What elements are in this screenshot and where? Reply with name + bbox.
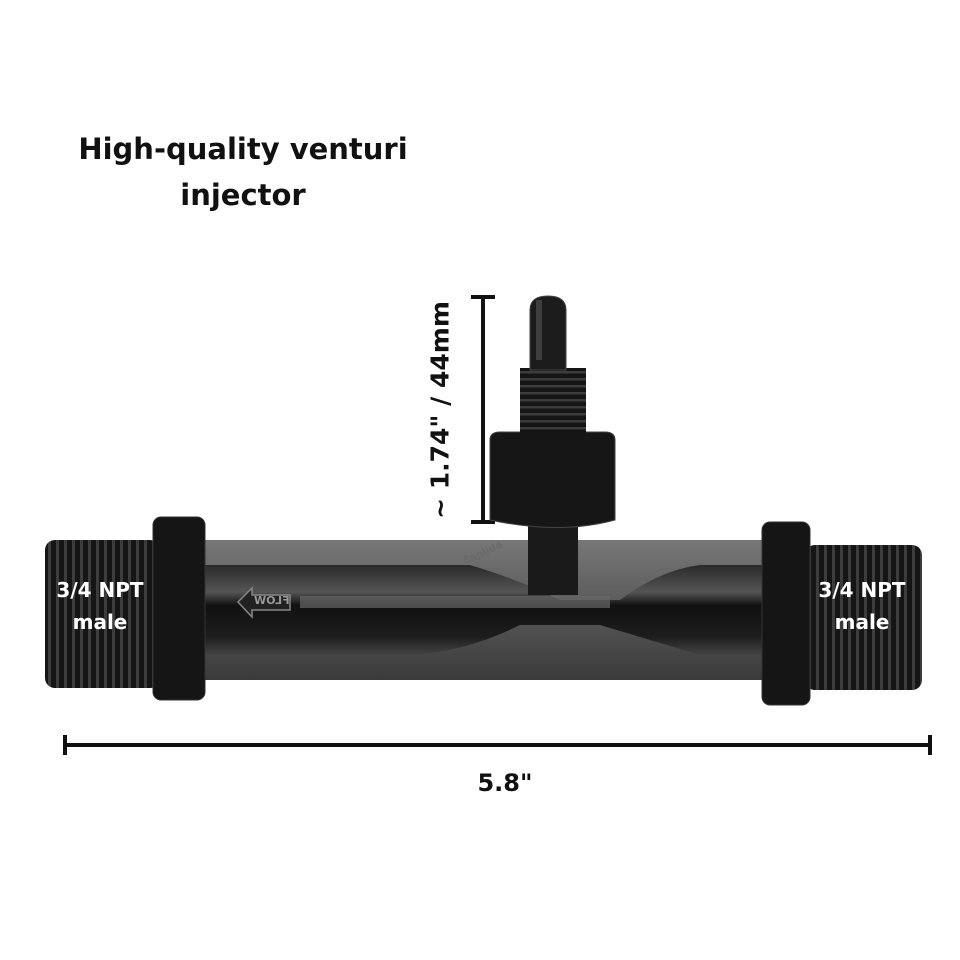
title-line-2: injector (180, 178, 306, 212)
dimension-line-horizontal (63, 735, 932, 755)
suction-port (489, 295, 616, 595)
dimension-line-vertical (471, 295, 495, 524)
product-title: High-quality venturi injector (40, 126, 446, 218)
left-port-size: 3/4 NPT (56, 578, 144, 602)
flow-marking: FLOW (254, 594, 290, 607)
length-dimension-label: 5.8" (477, 769, 533, 797)
right-port-type: male (834, 610, 890, 634)
left-port-type: male (72, 610, 128, 634)
right-port-size: 3/4 NPT (818, 578, 906, 602)
left-port-label: 3/4 NPT male (40, 574, 160, 638)
title-line-1: High-quality venturi (78, 132, 408, 166)
height-dimension-label: ~ 1.74" / 44mm (425, 301, 455, 519)
injector-body (45, 516, 922, 706)
right-port-label: 3/4 NPT male (802, 574, 922, 638)
